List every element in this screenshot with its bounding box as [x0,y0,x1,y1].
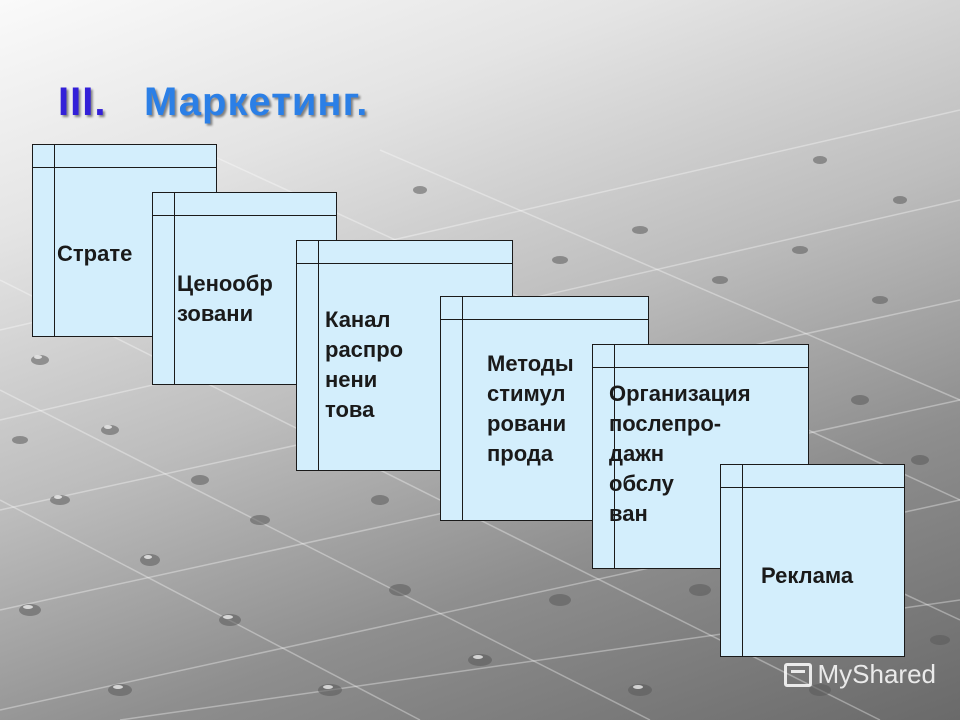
card-label: Ценообр зовани [177,271,273,326]
card-advertising: Реклама [720,464,905,657]
card-label: Реклама [761,563,854,588]
card-label: Страте [57,241,133,266]
card-label: Канал распро нени това [325,307,404,422]
card-label: Организация послепро- дажн обслу ван [609,381,751,526]
slide-title: III. Маркетинг. [58,80,368,125]
section-title: Маркетинг. [144,80,369,124]
watermark: MyShared [783,659,937,690]
presentation-icon [783,662,812,687]
watermark-text: MyShared [817,659,937,689]
section-number: III. [58,80,107,124]
card-label: Методы стимул ровани прода [487,351,574,466]
